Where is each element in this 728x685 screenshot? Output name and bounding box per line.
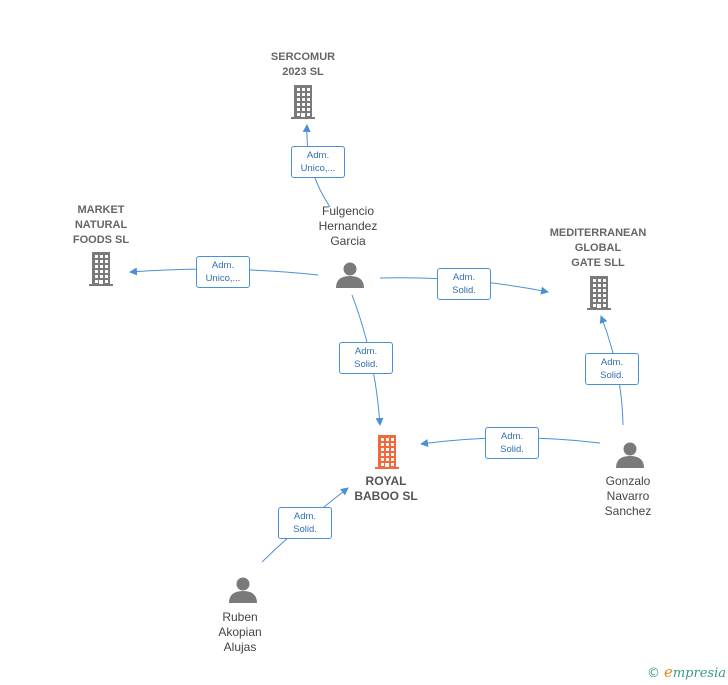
label-line: Akopian <box>218 625 262 639</box>
label-line: GATE SLL <box>571 257 625 269</box>
person-icon-fulgencio[interactable] <box>336 262 364 289</box>
edge-label-line: Adm. <box>211 260 235 271</box>
person-icon-gonzalo[interactable] <box>616 442 644 469</box>
company-label-market[interactable]: MARKET NATURAL FOODS SL <box>73 203 129 248</box>
label-line: Hernandez <box>318 219 378 233</box>
empresia-footer: ©empresia <box>647 663 726 681</box>
label-line: Alujas <box>223 640 257 654</box>
label-line: Fulgencio <box>321 204 375 218</box>
label-line: GLOBAL <box>574 242 622 254</box>
edge-label-fulgencio-mediterranean[interactable]: Adm. Solid. <box>437 268 491 300</box>
edge-label-line: Solid. <box>600 370 624 381</box>
edge-label-line: Adm. <box>306 150 330 161</box>
label-line: SERCOMUR <box>270 51 336 63</box>
edge-label-line: Adm. <box>500 431 524 442</box>
company-label-mediterranean[interactable]: MEDITERRANEAN GLOBAL GATE SLL <box>550 226 647 271</box>
label-line: Gonzalo <box>605 474 651 488</box>
label-line: ROYAL <box>365 474 407 488</box>
label-line: Sanchez <box>604 504 652 518</box>
edge-label-line: Solid. <box>452 285 476 296</box>
edge-label-gonzalo-mediterranean[interactable]: Adm. Solid. <box>585 353 639 385</box>
building-icon-royal[interactable] <box>375 435 399 469</box>
empresia-logo-text: mpresia <box>672 666 726 681</box>
label-line: Navarro <box>606 489 650 503</box>
label-line: 2023 SL <box>282 66 324 78</box>
edge-label-line: Solid. <box>500 444 524 455</box>
edge-label-line: Adm. <box>354 346 378 357</box>
label-line: FOODS SL <box>72 234 130 246</box>
label-line: BABOO SL <box>354 489 418 503</box>
label-line: MEDITERRANEAN <box>549 227 647 239</box>
company-label-sercomur[interactable]: SERCOMUR 2023 SL <box>271 50 335 80</box>
label-line: MARKET <box>77 204 125 216</box>
person-icon-ruben[interactable] <box>229 577 257 604</box>
label-line: NATURAL <box>74 219 128 231</box>
building-icon-market[interactable] <box>89 252 113 286</box>
edge-label-fulgencio-market[interactable]: Adm. Unico,... <box>196 256 250 288</box>
edge-label-line: Unico,... <box>300 163 336 174</box>
edge-label-line: Adm. <box>293 511 317 522</box>
edge-label-line: Unico,... <box>205 273 241 284</box>
edge-label-gonzalo-royal[interactable]: Adm. Solid. <box>485 427 539 459</box>
edge-label-line: Solid. <box>354 359 378 370</box>
building-icon-sercomur[interactable] <box>291 85 315 119</box>
building-icon-mediterranean[interactable] <box>587 276 611 310</box>
edge-label-ruben-royal[interactable]: Adm. Solid. <box>278 507 332 539</box>
label-line: Garcia <box>330 234 366 248</box>
empresia-logo-initial: e <box>663 663 673 681</box>
edge-label-line: Adm. <box>600 357 624 368</box>
edge-label-line: Solid. <box>293 524 317 535</box>
edge-label-line: Adm. <box>452 272 476 283</box>
copyright-icon: © <box>646 666 660 681</box>
edge-label-fulgencio-royal[interactable]: Adm. Solid. <box>339 342 393 374</box>
edge-label-fulgencio-sercomur[interactable]: Adm. Unico,... <box>291 146 345 178</box>
label-line: Ruben <box>222 610 258 624</box>
